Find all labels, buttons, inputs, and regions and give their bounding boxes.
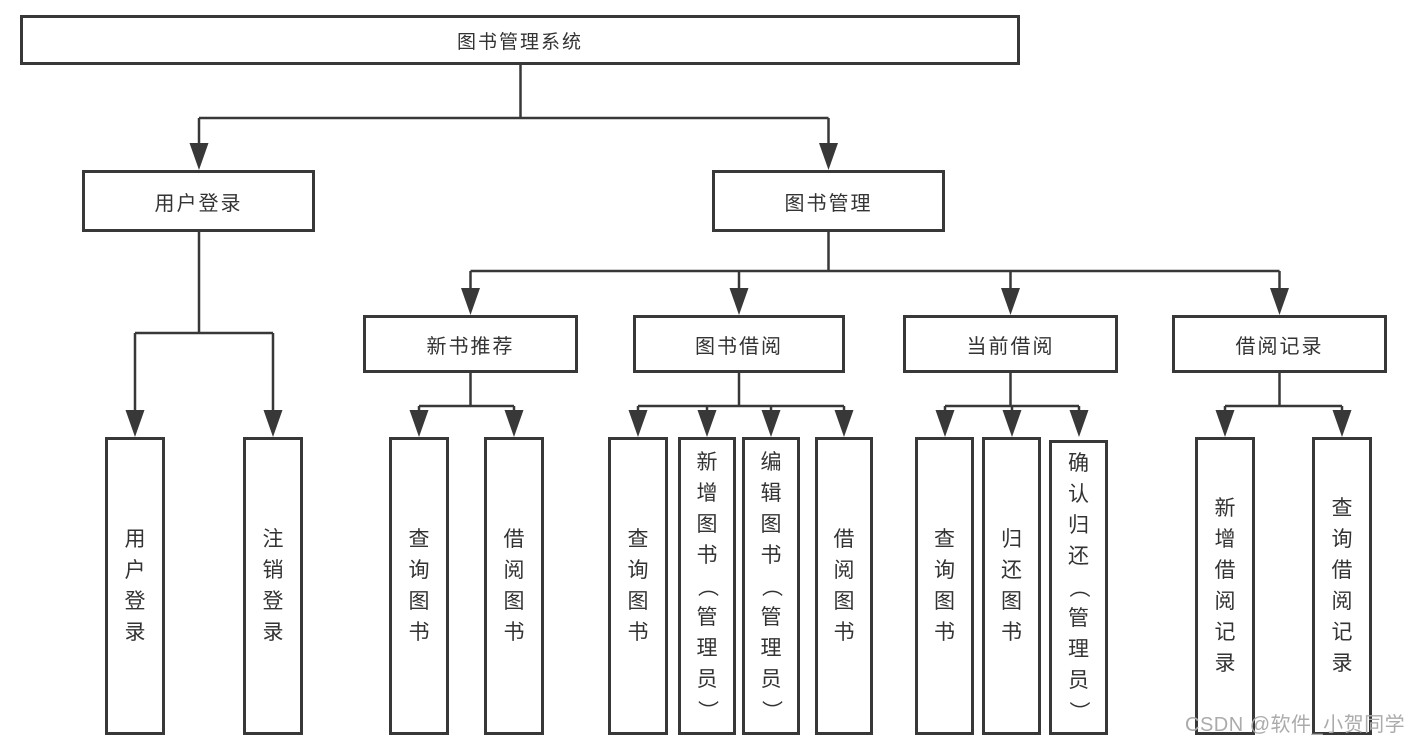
node-label: 图书管理 (784, 192, 873, 215)
node-label: 借阅记录 (1235, 335, 1324, 358)
node-book-borrowing: 图书借阅 (633, 315, 845, 373)
node-borrowing-records: 借阅记录 (1172, 315, 1387, 373)
arrowheads (125, 143, 1352, 437)
node-label: 用户登录 (154, 192, 243, 215)
node-book-management: 图书管理 (712, 170, 945, 232)
node-leaf-add-borrow-record: 新增借阅记录 (1195, 437, 1255, 735)
node-leaf-return-book: 归还图书 (982, 437, 1041, 735)
node-leaf-edit-book-admin: 编辑图书（管理员） (742, 437, 800, 735)
node-label: 注销登录 (262, 528, 284, 644)
node-label: 借阅图书 (503, 528, 525, 644)
watermark: CSDN @软件_小贺同学 (1185, 714, 1405, 736)
node-leaf-query-books-borrow: 查询图书 (608, 437, 668, 735)
node-label: 编辑图书（管理员） (759, 450, 783, 721)
node-label: 新增借阅记录 (1214, 497, 1236, 675)
node-leaf-query-books-current: 查询图书 (915, 437, 974, 735)
node-leaf-query-books-recommend: 查询图书 (389, 437, 449, 735)
node-leaf-borrow-books: 借阅图书 (815, 437, 873, 735)
node-leaf-confirm-return-admin: 确认归还（管理员） (1049, 440, 1108, 735)
node-label: 图书借阅 (695, 335, 783, 358)
node-label: 归还图书 (1001, 528, 1022, 644)
node-leaf-logout: 注销登录 (243, 437, 303, 735)
node-label: 确认归还（管理员） (1067, 452, 1090, 722)
node-current-borrowing: 当前借阅 (903, 315, 1118, 373)
node-user-login: 用户登录 (82, 170, 315, 232)
node-label: 用户登录 (124, 528, 146, 644)
node-label: 图书管理系统 (456, 31, 583, 53)
node-leaf-query-borrow-record: 查询借阅记录 (1312, 437, 1372, 735)
node-label: 当前借阅 (966, 335, 1055, 358)
node-label: 查询图书 (408, 528, 430, 644)
node-label: 借阅图书 (833, 528, 855, 644)
node-leaf-add-book-admin: 新增图书（管理员） (678, 437, 736, 735)
node-root: 图书管理系统 (20, 15, 1020, 65)
node-label: 查询图书 (934, 528, 955, 644)
node-label: 查询借阅记录 (1331, 497, 1353, 675)
node-leaf-user-login: 用户登录 (105, 437, 165, 735)
node-leaf-borrow-books-recommend: 借阅图书 (484, 437, 544, 735)
node-new-book-recommendation: 新书推荐 (363, 315, 578, 373)
node-label: 新书推荐 (426, 335, 515, 358)
node-label: 新增图书（管理员） (695, 450, 719, 721)
node-label: 查询图书 (627, 528, 649, 644)
